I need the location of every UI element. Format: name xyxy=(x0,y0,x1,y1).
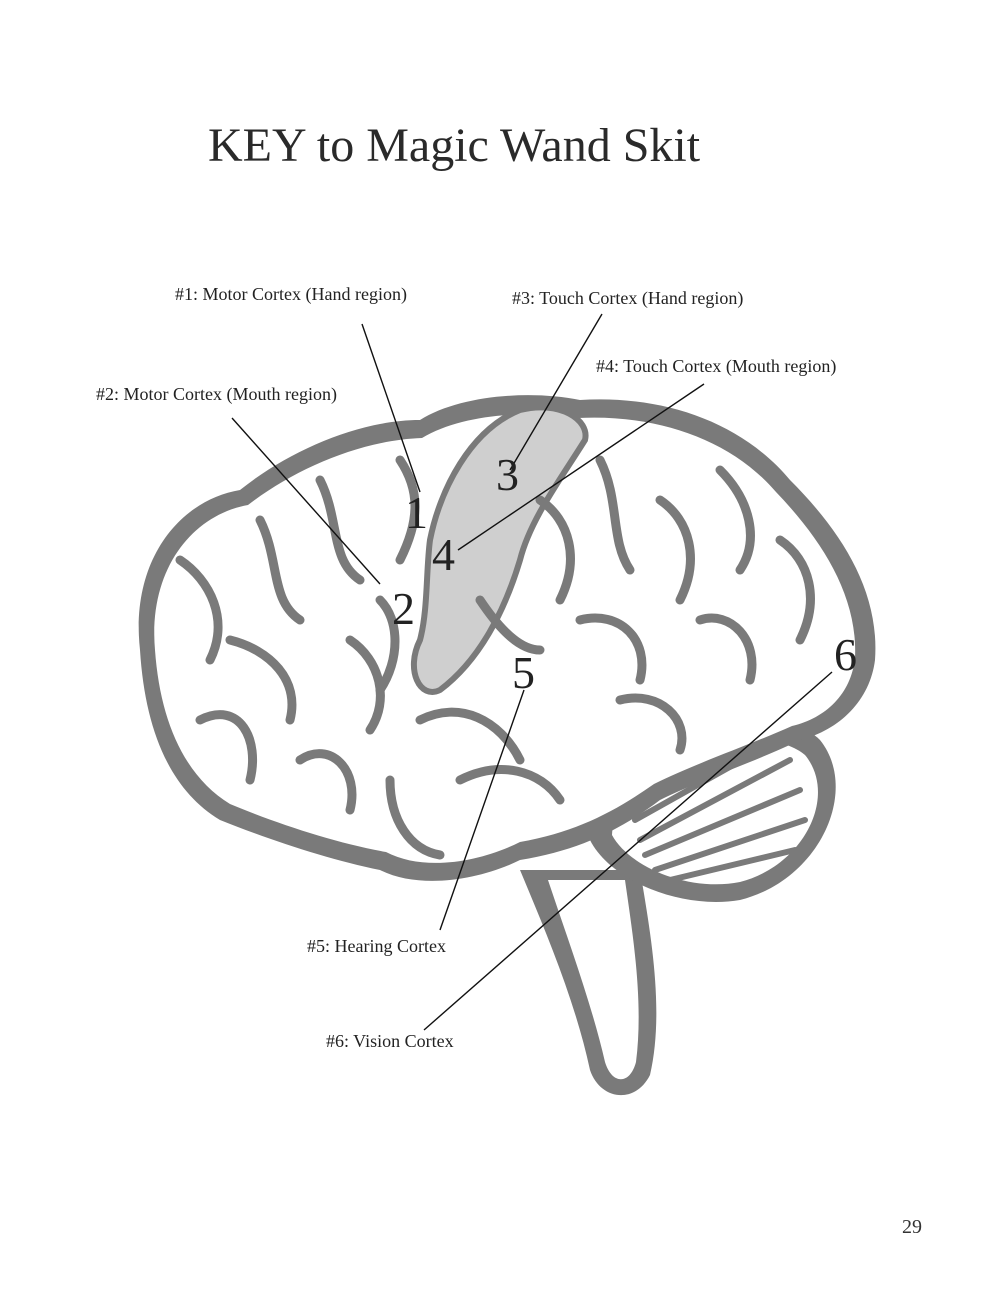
marker-2: 2 xyxy=(392,586,415,632)
marker-3: 3 xyxy=(496,452,519,498)
marker-6: 6 xyxy=(834,632,857,678)
label-touch-hand: #3: Touch Cortex (Hand region) xyxy=(512,288,743,309)
label-vision: #6: Vision Cortex xyxy=(326,1031,454,1052)
label-motor-hand: #1: Motor Cortex (Hand region) xyxy=(175,284,407,305)
label-motor-mouth: #2: Motor Cortex (Mouth region) xyxy=(96,384,337,405)
marker-1: 1 xyxy=(405,490,428,536)
page-number: 29 xyxy=(902,1216,922,1239)
label-hearing: #5: Hearing Cortex xyxy=(307,936,446,957)
label-touch-mouth: #4: Touch Cortex (Mouth region) xyxy=(596,356,836,377)
marker-4: 4 xyxy=(432,532,455,578)
marker-5: 5 xyxy=(512,650,535,696)
